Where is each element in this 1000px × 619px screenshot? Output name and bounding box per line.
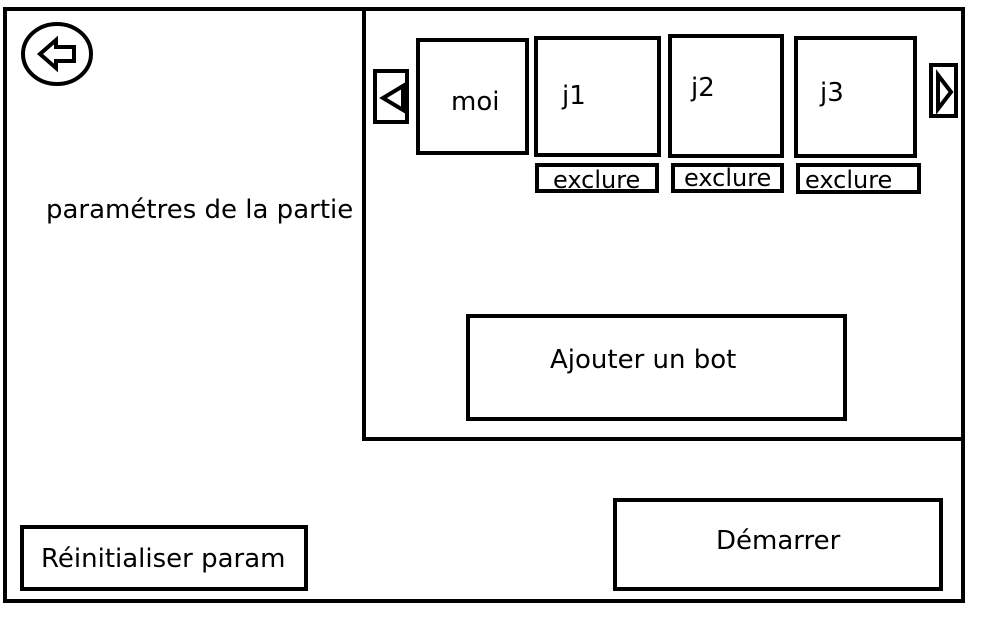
back-button[interactable] bbox=[20, 22, 96, 88]
player-name: j1 bbox=[562, 81, 586, 111]
scroll-left-button[interactable] bbox=[373, 69, 409, 124]
player-name: j2 bbox=[691, 73, 715, 103]
add-bot-label: Ajouter un bot bbox=[550, 345, 737, 375]
exclude-button-j2[interactable]: exclure bbox=[671, 163, 784, 193]
triangle-left-icon bbox=[379, 82, 405, 114]
triangle-right-icon bbox=[936, 69, 954, 115]
player-card-j3: j3 bbox=[794, 36, 917, 158]
exclude-label: exclure bbox=[553, 166, 641, 194]
start-button[interactable]: Démarrer bbox=[613, 498, 943, 591]
reset-settings-label: Réinitialiser param bbox=[41, 544, 286, 574]
scroll-right-button[interactable] bbox=[929, 63, 958, 118]
exclude-button-j3[interactable]: exclure bbox=[796, 163, 921, 194]
player-name: j3 bbox=[820, 78, 844, 108]
exclude-label: exclure bbox=[684, 164, 772, 192]
player-name: moi bbox=[451, 87, 500, 117]
player-card-moi: moi bbox=[416, 38, 529, 155]
start-label: Démarrer bbox=[716, 526, 841, 556]
player-card-j1: j1 bbox=[534, 36, 661, 157]
arrow-left-icon bbox=[36, 35, 76, 73]
player-card-j2: j2 bbox=[668, 34, 784, 158]
exclude-button-j1[interactable]: exclure bbox=[535, 163, 659, 193]
game-settings-label: paramétres de la partie bbox=[46, 195, 354, 225]
add-bot-button[interactable]: Ajouter un bot bbox=[466, 314, 847, 421]
exclude-label: exclure bbox=[805, 166, 893, 194]
reset-settings-button[interactable]: Réinitialiser param bbox=[20, 525, 308, 591]
